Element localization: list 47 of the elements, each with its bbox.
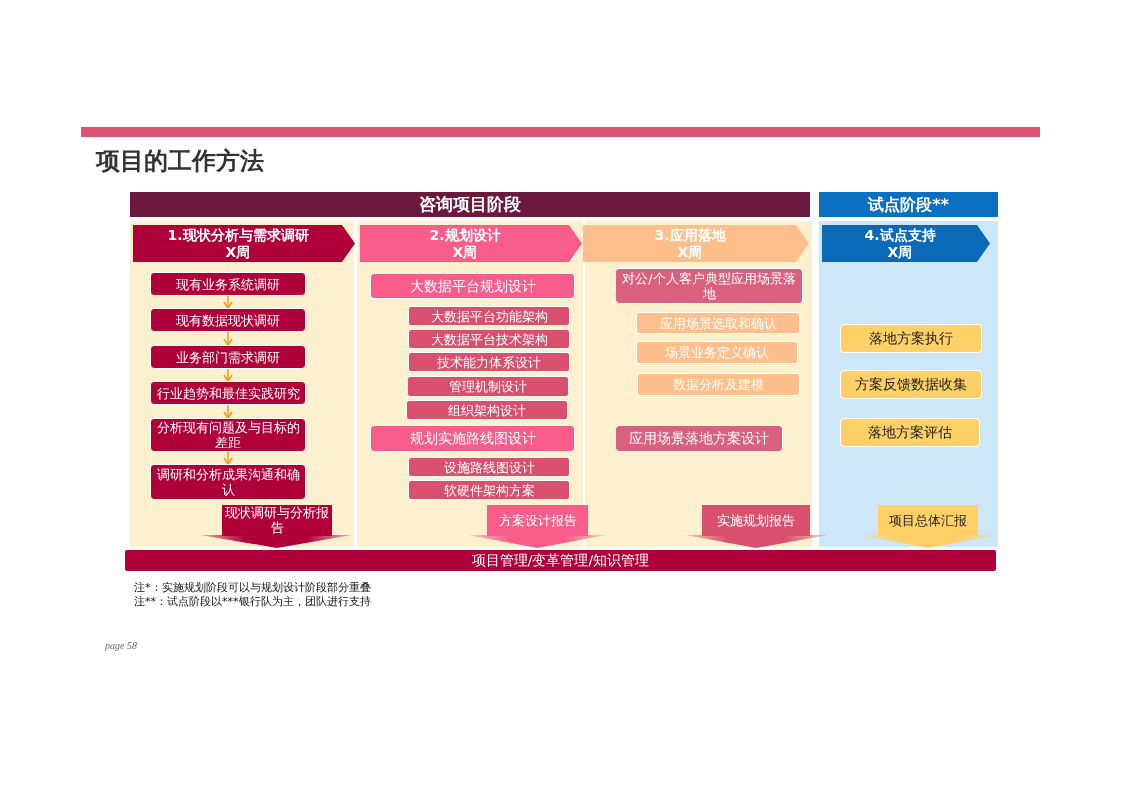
page-title: 项目的工作方法 [96,146,264,177]
step-box: 落地方案执行 [840,324,982,353]
phase-banner [133,225,355,262]
sub-step-box: 场景业务定义确认 [636,341,798,364]
arrow [223,295,233,309]
phase-title: 4.试点支持 [864,226,936,244]
management-bar: 项目管理/变革管理/知识管理 [125,550,996,571]
step-box: 大数据平台规划设计 [370,273,575,299]
page-number: page 58 [105,639,137,653]
step-box: 调研和分析成果沟通和确认 [150,464,306,500]
footnote: 注*：实施规划阶段可以与规划设计阶段部分重叠 [134,581,371,595]
step-box: 对公/个人客户典型应用场景落地 [615,268,803,304]
arrow [223,451,233,465]
sub-step-box: 数据分析及建模 [637,373,800,396]
sub-step-box: 软硬件架构方案 [408,480,570,500]
step-box: 现有数据现状调研 [150,308,306,332]
phase-banner [360,225,582,262]
step-box: 应用场景落地方案设计 [615,425,783,452]
phase-title: 2.规划设计 [429,226,501,244]
sub-step-box: 大数据平台功能架构 [408,306,570,326]
sub-step-box: 大数据平台技术架构 [408,329,570,349]
sub-step-box: 组织架构设计 [406,400,568,420]
phase-title: 3.应用落地 [654,226,726,244]
phase-title: 1.现状分析与需求调研 [167,226,309,244]
step-box: 行业趋势和最佳实践研究 [150,381,306,405]
phase-banner [583,225,809,262]
phase-banner [822,225,990,262]
step-box: 落地方案评估 [840,418,980,447]
step-box: 分析现有问题及与目标的差距 [150,418,306,452]
duration-label: X周 [887,243,913,261]
duration-label: X周 [225,243,251,261]
phase-header-bar: 试点阶段** [819,192,998,217]
phase-header-bar: 咨询项目阶段 [130,192,810,217]
arrow [223,368,233,382]
duration-label: X周 [677,243,703,261]
step-box: 现有业务系统调研 [150,272,306,296]
step-box: 规划实施路线图设计 [370,425,575,452]
sub-step-box: 技术能力体系设计 [408,352,570,372]
arrow [223,404,233,419]
step-box: 方案反馈数据收集 [840,370,982,399]
sub-step-box: 管理机制设计 [407,376,569,397]
duration-label: X周 [452,243,478,261]
step-box: 业务部门需求调研 [150,345,306,369]
sub-step-box: 设施路线图设计 [408,457,570,477]
arrow [223,331,233,346]
sub-step-box: 应用场景选取和确认 [636,312,800,334]
footnote: 注**：试点阶段以***银行队为主，团队进行支持 [134,595,371,609]
